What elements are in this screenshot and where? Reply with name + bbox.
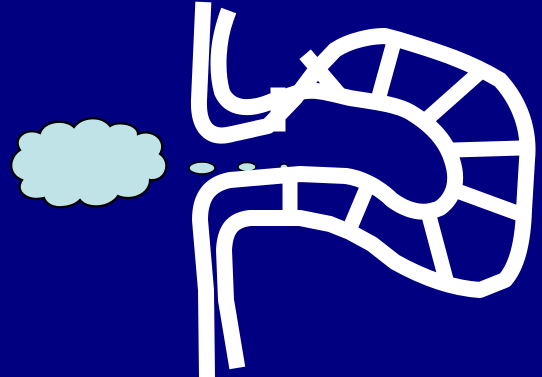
thought-cloud [11,118,166,207]
thought-bubble-large [189,162,215,174]
tube-rung [452,148,522,150]
